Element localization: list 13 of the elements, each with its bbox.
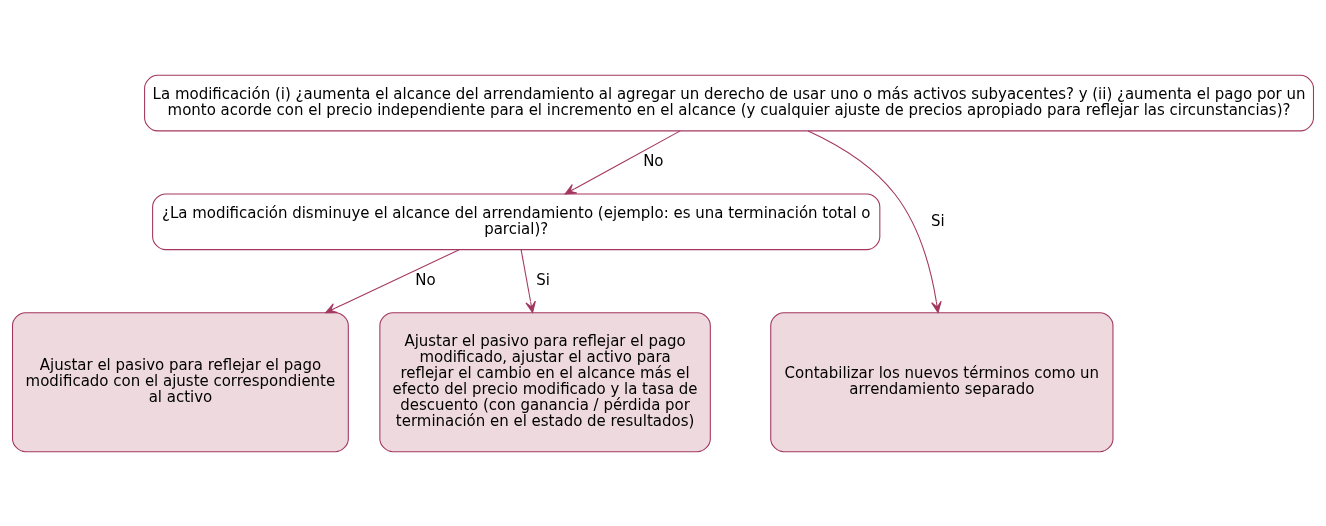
node-box: Contabilizar los nuevos términos como un arrendamiento separado <box>770 311 1114 452</box>
node-box: La modificación (i) ¿aumenta el alcance del arrendamiento al agregar un derecho de usar uno o más activos subyacentes? y (ii) ¿aumenta el pago por un monto acorde con el precio independiente para el incremento en el alcance (y cualquier ajuste de precios apropiado para reflejar las circunstancias)? <box>144 74 1315 131</box>
arrow <box>325 248 460 313</box>
edge-label: Si <box>536 270 551 289</box>
node-box: ¿La modificación disminuye el alcance del arrendamiento (ejemplo: es una terminación total o parcial)? <box>152 192 881 250</box>
edge-label: Si <box>930 211 945 230</box>
edge-label: No <box>643 151 664 170</box>
edge-label: No <box>415 270 436 289</box>
arrow <box>564 129 681 194</box>
arrow <box>520 248 536 313</box>
node-box: Ajustar el pasivo para reflejar el pago modificado con el ajuste correspondiente al activo <box>11 311 349 452</box>
arrow <box>807 129 942 313</box>
node-box: Ajustar el pasivo para reflejar el pago modificado, ajustar el activo para reflejar el cambio en el alcance más el efecto del precio modificado y la tasa de descuento (con ganancia / pérdida por terminación en el estado de resultados) <box>379 311 711 452</box>
